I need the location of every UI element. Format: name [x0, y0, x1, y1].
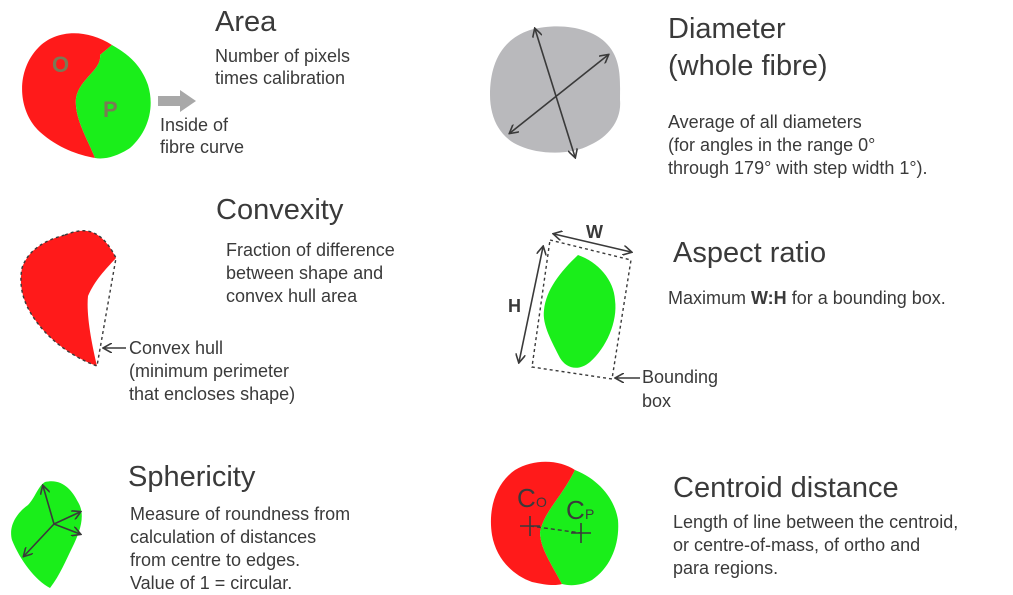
radius-arrow-3	[24, 523, 55, 556]
aspect-title: Aspect ratio	[673, 237, 827, 269]
convexity-desc-line-3: convex hull area	[226, 286, 358, 306]
sphericity-desc-line-2: calculation of distances	[130, 527, 317, 547]
aspect-desc-suffix: for a bounding box.	[786, 288, 946, 308]
aspect-desc-bold: W:H	[751, 288, 787, 308]
centroid-p-c: C	[566, 495, 585, 525]
sphericity-desc-line-4: Value of 1 = circular.	[130, 573, 293, 593]
area-fibre-diagram: O P	[22, 33, 196, 159]
height-arrow	[519, 247, 543, 362]
width-arrow	[554, 234, 631, 252]
centroid-diagram: C O C P	[490, 461, 619, 586]
aspect-desc: Maximum W:H for a bounding box.	[668, 288, 946, 310]
area-desc-line-1: Number of pixels	[215, 46, 351, 66]
sphericity-desc-line-1: Measure of roundness from	[130, 504, 351, 524]
bounding-note-line-2: box	[642, 391, 672, 411]
area-title: Area	[215, 6, 277, 38]
diameter-desc-line-1: Average of all diameters	[668, 112, 862, 132]
convexity-desc-line-2: between shape and	[226, 263, 384, 283]
centroid-o-sub: O	[536, 494, 547, 510]
area-note-line-2: fibre curve	[160, 137, 245, 157]
centroid-p-sub: P	[585, 506, 594, 522]
sphericity-diagram	[11, 481, 82, 588]
diameter-fibre-diagram	[490, 26, 621, 157]
sphericity-title: Sphericity	[128, 461, 256, 493]
region-o-label: O	[52, 52, 69, 77]
aspect-fibre-shape	[543, 255, 616, 368]
concave-shape	[20, 230, 117, 366]
diameter-desc-line-3: through 179° with step width 1°).	[668, 158, 928, 178]
convexity-desc-line-1: Fraction of difference	[226, 240, 395, 260]
hull-note-line-3: that encloses shape)	[129, 384, 296, 404]
width-label: W	[586, 222, 603, 242]
diameter-title-line-2: (whole fibre)	[668, 50, 828, 82]
inside-arrow-icon	[158, 90, 196, 112]
centroid-desc-line-3: para regions.	[673, 558, 779, 578]
convexity-title: Convexity	[216, 194, 344, 226]
bounding-note-line-1: Bounding	[642, 367, 719, 387]
centroid-desc-line-1: Length of line between the centroid,	[673, 512, 959, 532]
hull-note-line-2: (minimum perimeter	[129, 361, 290, 381]
centroid-desc-line-2: or centre-of-mass, of ortho and	[673, 535, 921, 555]
centroid-distance-line	[529, 525, 582, 534]
area-note-line-1: Inside of	[160, 115, 229, 135]
para-region	[75, 45, 151, 159]
convex-hull-outline	[20, 230, 117, 367]
diameter-arrow-2	[510, 55, 608, 133]
aspect-ratio-diagram	[519, 234, 640, 379]
centroid-ortho-region	[490, 461, 575, 586]
hull-note-line-1: Convex hull	[129, 338, 224, 358]
radius-arrow-2	[53, 512, 80, 525]
height-label: H	[508, 296, 521, 316]
diameter-desc-line-2: (for angles in the range 0°	[668, 135, 876, 155]
sphericity-fibre-shape	[11, 481, 82, 588]
area-desc-line-2: times calibration	[215, 68, 346, 88]
aspect-desc-prefix: Maximum	[668, 288, 752, 308]
radius-arrow-1	[43, 486, 55, 525]
whole-fibre-shape	[490, 26, 621, 153]
sphericity-desc-line-3: from centre to edges.	[130, 550, 301, 570]
centroid-o-c: C	[517, 483, 536, 513]
convexity-diagram	[20, 230, 126, 367]
radius-arrow-4	[53, 523, 80, 534]
centroid-title: Centroid distance	[673, 472, 899, 504]
region-p-label: P	[103, 97, 118, 122]
ortho-region	[22, 33, 112, 159]
diameter-title-line-1: Diameter	[668, 13, 786, 45]
centroid-para-region	[540, 470, 619, 586]
